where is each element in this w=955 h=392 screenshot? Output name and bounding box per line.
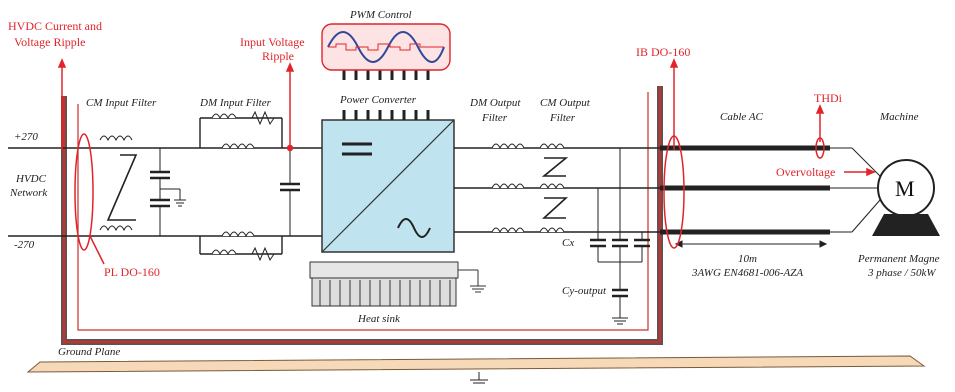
thdi-probe bbox=[815, 104, 825, 159]
plus-270-label: +270 bbox=[14, 131, 38, 143]
permanent-magnet-label-line2: 3 phase / 50kW bbox=[867, 267, 936, 279]
gate-signal-bars bbox=[342, 70, 430, 120]
input-ripple-label-line1: Input Voltage bbox=[240, 35, 305, 49]
heat-sink-label: Heat sink bbox=[357, 313, 401, 325]
hvdc-ripple-label-line2: Voltage Ripple bbox=[14, 35, 85, 49]
cable-length-label: 10m bbox=[738, 253, 757, 265]
dm-output-filter bbox=[491, 143, 525, 234]
ib-do160-ellipse bbox=[663, 58, 685, 249]
pwm-control-box bbox=[321, 23, 451, 71]
power-converter-label: Power Converter bbox=[339, 94, 417, 106]
dc-bus-wires bbox=[8, 117, 322, 255]
input-ripple-arrow bbox=[285, 62, 295, 152]
ac-cables bbox=[660, 145, 830, 235]
dm-input-filter-label: DM Input Filter bbox=[199, 97, 272, 109]
machine-label: Machine bbox=[879, 111, 919, 123]
input-ripple-label-line2: Ripple bbox=[262, 49, 294, 63]
ib-do160-label: IB DO-160 bbox=[636, 45, 690, 59]
overvoltage-label: Overvoltage bbox=[776, 165, 835, 179]
hvdc-network-label-line2: Network bbox=[9, 187, 48, 199]
hvdc-network-label-line1: HVDC bbox=[15, 173, 47, 185]
motor-machine bbox=[872, 159, 940, 236]
shielded-enclosure bbox=[61, 86, 663, 345]
cable-length-dimension bbox=[674, 240, 828, 248]
dm-output-filter-label-line1: DM Output bbox=[469, 97, 521, 109]
cm-input-filter-label: CM Input Filter bbox=[86, 97, 157, 109]
heat-sink bbox=[309, 261, 486, 307]
cx-label: Cx bbox=[562, 237, 574, 249]
cm-input-filter bbox=[99, 135, 186, 236]
permanent-magnet-label-line1: Permanent Magne bbox=[857, 253, 940, 265]
motor-symbol: M bbox=[895, 176, 915, 201]
ground-plane bbox=[26, 355, 926, 373]
dm-input-filter bbox=[211, 110, 300, 262]
power-converter bbox=[321, 119, 455, 253]
cy-output-label: Cy-output bbox=[562, 285, 607, 297]
minus-270-label: -270 bbox=[14, 239, 35, 251]
output-capacitors bbox=[590, 148, 650, 325]
ground-plane-label: Ground Plane bbox=[58, 346, 120, 358]
thdi-label: THDi bbox=[814, 91, 843, 105]
overvoltage-arrow bbox=[844, 167, 876, 177]
cable-to-motor bbox=[830, 147, 881, 233]
cable-ac-label: Cable AC bbox=[720, 111, 764, 123]
cm-output-filter-label-line1: CM Output bbox=[540, 97, 591, 109]
hvdc-ripple-arrow bbox=[57, 58, 67, 150]
cm-output-filter bbox=[539, 143, 569, 234]
pl-do160-label: PL DO-160 bbox=[104, 265, 160, 279]
cable-spec-label: 3AWG EN4681-006-AZA bbox=[691, 267, 803, 279]
ground-plane-ground-symbol bbox=[470, 372, 488, 384]
cm-output-filter-label-line2: Filter bbox=[549, 112, 576, 124]
dm-output-filter-label-line2: Filter bbox=[481, 112, 508, 124]
pl-do160-ellipse bbox=[74, 133, 105, 265]
output-phase-wires bbox=[454, 147, 660, 233]
hvdc-ripple-label-line1: HVDC Current and bbox=[8, 19, 102, 33]
pwm-control-label: PWM Control bbox=[349, 9, 412, 21]
